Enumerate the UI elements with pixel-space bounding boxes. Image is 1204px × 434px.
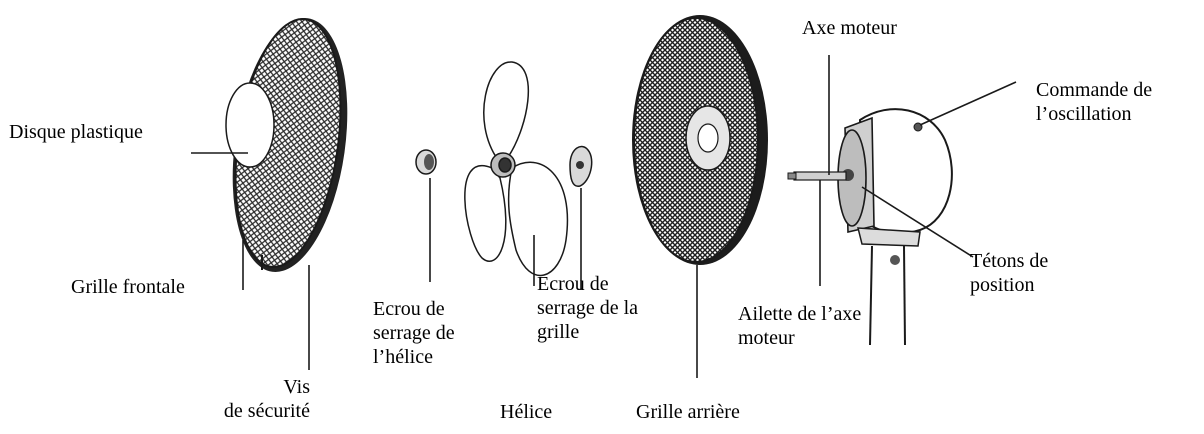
motor-housing	[837, 108, 953, 346]
label-helice: Hélice	[500, 401, 553, 423]
label-grille-arriere: Grille arrière	[636, 401, 740, 423]
label-ecrou-grille: Ecrou de serrage de la grille	[537, 273, 639, 343]
motor-leg-right	[903, 245, 906, 346]
label-ecrou-helice: Ecrou de serrage de l’hélice	[373, 298, 455, 368]
label-axe-moteur: Axe moteur	[802, 17, 897, 39]
label-ailette-axe: Ailette de l’axe moteur	[738, 303, 862, 349]
leader-tetons-position	[861, 186, 974, 258]
propeller	[464, 61, 569, 277]
front-grille	[225, 18, 348, 272]
leader-lines	[191, 55, 1017, 378]
plastic-disc	[225, 82, 275, 168]
label-vis-securite: Vis de sécurité	[223, 376, 310, 422]
label-grille-frontale: Grille frontale	[71, 276, 185, 298]
propeller-nut	[415, 149, 437, 175]
label-disque-plastique: Disque plastique	[9, 121, 143, 143]
motor-leg-left	[869, 245, 873, 346]
rear-grille	[632, 15, 768, 265]
leader-commande-oscillation	[919, 81, 1017, 126]
motor-shaft	[787, 171, 847, 181]
label-tetons-position: Tétons de position	[970, 250, 1049, 296]
grille-nut	[569, 145, 593, 187]
label-commande-oscillation: Commande de l’oscillation	[1036, 79, 1153, 125]
